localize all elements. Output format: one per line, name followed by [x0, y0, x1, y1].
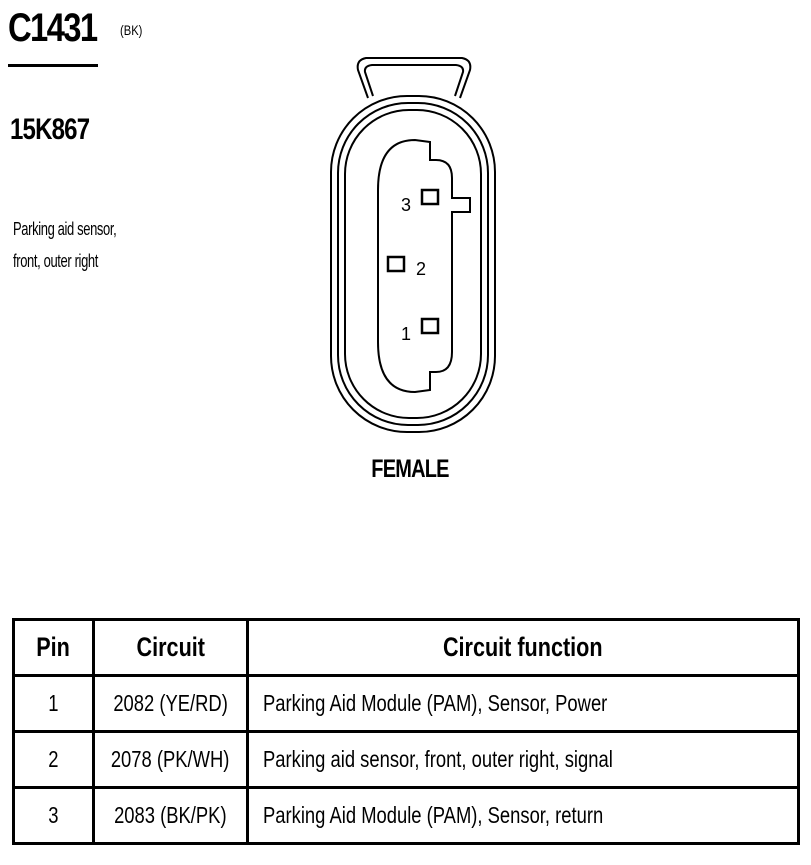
latch-tab-inner [363, 64, 465, 97]
connector-face-diagram: 3 2 1 [330, 57, 496, 433]
title-underline [8, 64, 98, 67]
description-line: front, outer right [13, 251, 99, 271]
circuit-cell: 2078 (PK/WH) [92, 730, 249, 789]
housing-shroud [344, 109, 482, 419]
column-header-pin: Pin [12, 618, 95, 677]
part-number: 15K867 [10, 113, 90, 146]
pin-3-cavity [420, 188, 440, 206]
pin-cell: 2 [12, 730, 95, 789]
connector-color: (BK) [120, 22, 143, 38]
table-row: 2 2078 (PK/WH) Parking aid sensor, front… [12, 730, 800, 789]
housing-inner [337, 102, 489, 426]
connector-description: Parking aid sensor, front, outer right [13, 213, 117, 277]
pin-1-cavity [420, 317, 440, 335]
connector-id: C1431 [8, 6, 98, 50]
column-header-function: Circuit function [246, 618, 800, 677]
table-row: 1 2082 (YE/RD) Parking Aid Module (PAM),… [12, 674, 800, 733]
pin-1-label: 1 [401, 324, 411, 344]
description-line: Parking aid sensor, [13, 219, 117, 239]
circuit-cell: 2082 (YE/RD) [92, 674, 249, 733]
column-header-circuit: Circuit [92, 618, 249, 677]
pin-2-cavity [386, 255, 406, 273]
pin-3-label: 3 [401, 195, 411, 215]
function-cell: Parking aid sensor, front, outer right, … [246, 730, 800, 789]
circuit-cell: 2083 (BK/PK) [92, 786, 249, 845]
function-cell: Parking Aid Module (PAM), Sensor, Power [246, 674, 800, 733]
table-row: 3 2083 (BK/PK) Parking Aid Module (PAM),… [12, 786, 800, 845]
pin-cell: 1 [12, 674, 95, 733]
table-header-row: Pin Circuit Circuit function [12, 618, 800, 677]
pin-2-label: 2 [416, 259, 426, 279]
housing-outer [330, 95, 496, 433]
pinout-table: Pin Circuit Circuit function 1 2082 (YE/… [12, 618, 800, 845]
cavity-outline [377, 138, 471, 394]
latch-tab-outer [356, 57, 472, 99]
gender-label: FEMALE [371, 455, 449, 483]
function-cell: Parking Aid Module (PAM), Sensor, return [246, 786, 800, 845]
pin-cell: 3 [12, 786, 95, 845]
